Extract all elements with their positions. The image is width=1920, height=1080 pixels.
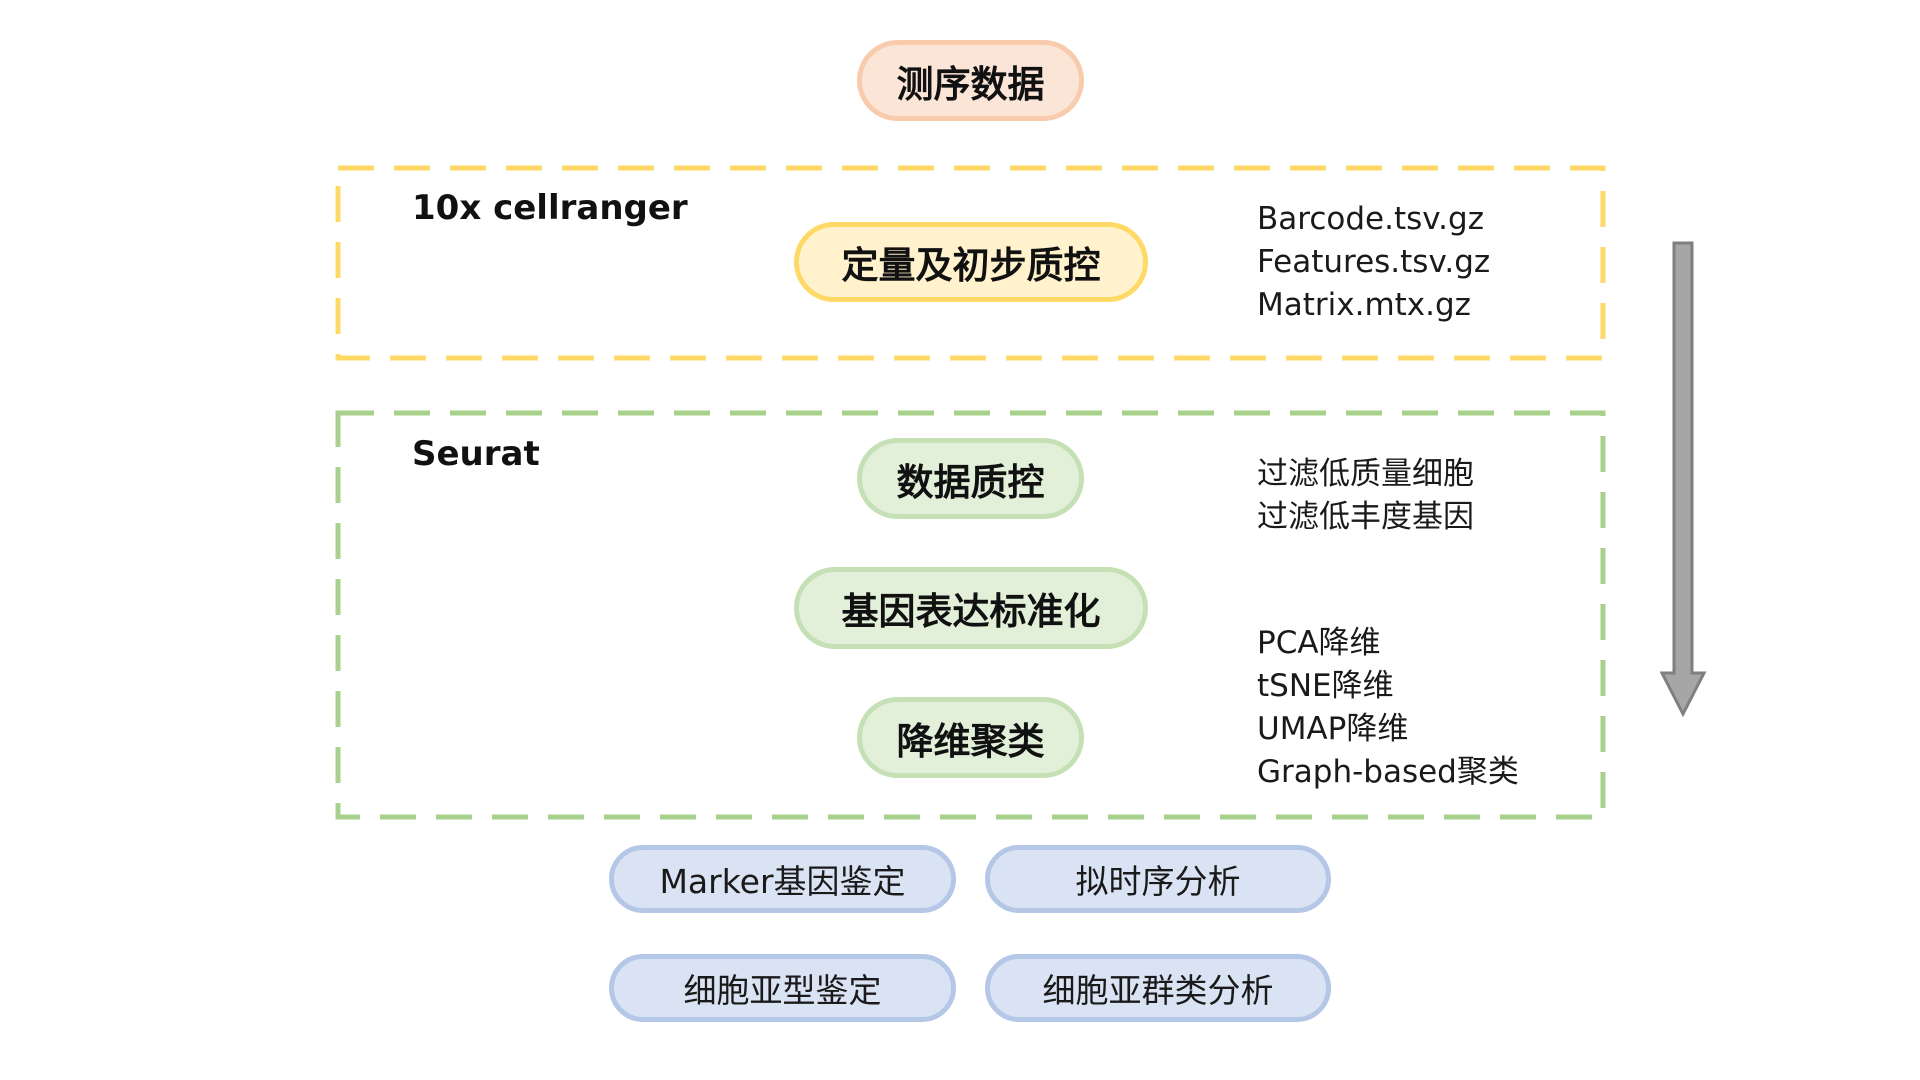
node-marker-gene: Marker基因鉴定	[609, 845, 956, 913]
output-file: Features.tsv.gz	[1257, 244, 1491, 280]
node-pseudotime: 拟时序分析	[985, 845, 1331, 913]
node-normalization: 基因表达标准化	[794, 567, 1148, 649]
node-label: 拟时序分析	[1075, 862, 1241, 901]
node-label: 细胞亚型鉴定	[683, 971, 882, 1010]
node-label: 定量及初步质控	[841, 244, 1101, 287]
node-cell-subtype: 细胞亚型鉴定	[609, 954, 956, 1022]
dimred-note: UMAP降维	[1257, 711, 1409, 747]
node-label: 降维聚类	[896, 719, 1045, 763]
dimred-notes: PCA降维 tSNE降维 UMAP降维 Graph-based聚类	[1257, 622, 1519, 794]
node-label: 数据质控	[896, 460, 1045, 504]
seurat-group-box	[335, 410, 1606, 820]
cellranger-group-box	[335, 165, 1606, 361]
qc-note: 过滤低丰度基因	[1257, 499, 1474, 535]
node-label: 基因表达标准化	[841, 590, 1101, 633]
group-label-cellranger: 10x cellranger	[412, 188, 688, 228]
qc-notes: 过滤低质量细胞 过滤低丰度基因	[1257, 453, 1474, 539]
node-label: Marker基因鉴定	[659, 862, 906, 901]
node-label: 测序数据	[896, 62, 1045, 106]
output-file: Matrix.mtx.gz	[1257, 287, 1471, 323]
output-file: Barcode.tsv.gz	[1257, 201, 1484, 237]
group-label-seurat: Seurat	[412, 434, 540, 474]
node-data-qc: 数据质控	[857, 438, 1084, 519]
cellranger-output-files: Barcode.tsv.gz Features.tsv.gz Matrix.mt…	[1257, 198, 1490, 327]
node-sequencing-data: 测序数据	[857, 40, 1084, 121]
flow-down-arrow-icon	[1659, 241, 1707, 718]
node-label: 细胞亚群类分析	[1042, 971, 1274, 1010]
dimred-note: tSNE降维	[1257, 668, 1394, 704]
qc-note: 过滤低质量细胞	[1257, 456, 1474, 492]
dimred-note: PCA降维	[1257, 625, 1381, 661]
node-quantification-qc: 定量及初步质控	[794, 222, 1148, 302]
node-subcluster-analysis: 细胞亚群类分析	[985, 954, 1331, 1022]
node-dimred-clustering: 降维聚类	[857, 697, 1084, 778]
dimred-note: Graph-based聚类	[1257, 754, 1519, 790]
